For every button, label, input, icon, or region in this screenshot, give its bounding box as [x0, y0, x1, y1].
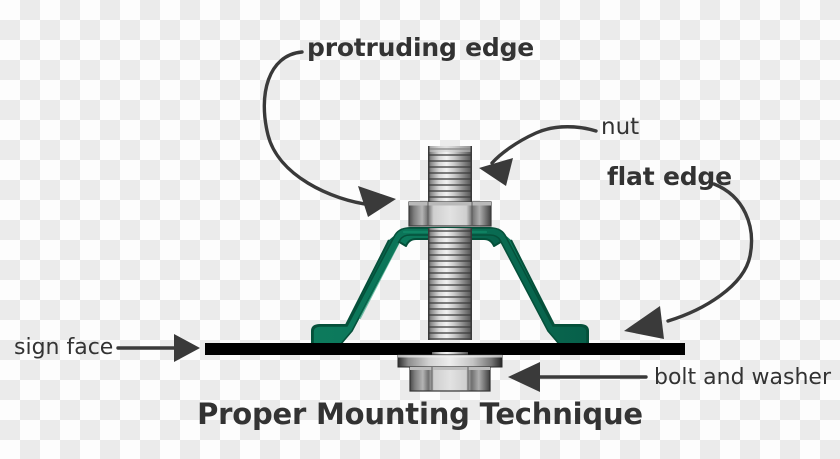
sign-face-panel — [205, 343, 685, 355]
label-flat-edge: flat edge — [607, 162, 732, 191]
arrow-sign-face — [116, 334, 200, 362]
diagram-title: Proper Mounting Technique — [197, 397, 643, 431]
arrow-protruding-edge — [262, 50, 396, 217]
green-mounting-bracket — [311, 227, 589, 346]
threaded-bolt-upper — [428, 146, 472, 206]
arrow-flat-edge — [624, 182, 754, 339]
threaded-bolt-middle — [428, 228, 472, 340]
washer-and-nut-lower — [397, 354, 503, 392]
label-protruding-edge: protruding edge — [307, 33, 535, 62]
arrow-nut — [479, 125, 598, 186]
label-nut: nut — [601, 114, 640, 140]
arrow-bolt-and-washer — [508, 362, 648, 392]
label-sign-face: sign face — [14, 335, 114, 360]
label-bolt-and-washer: bolt and washer — [654, 365, 831, 390]
hex-nut-upper — [408, 201, 492, 227]
